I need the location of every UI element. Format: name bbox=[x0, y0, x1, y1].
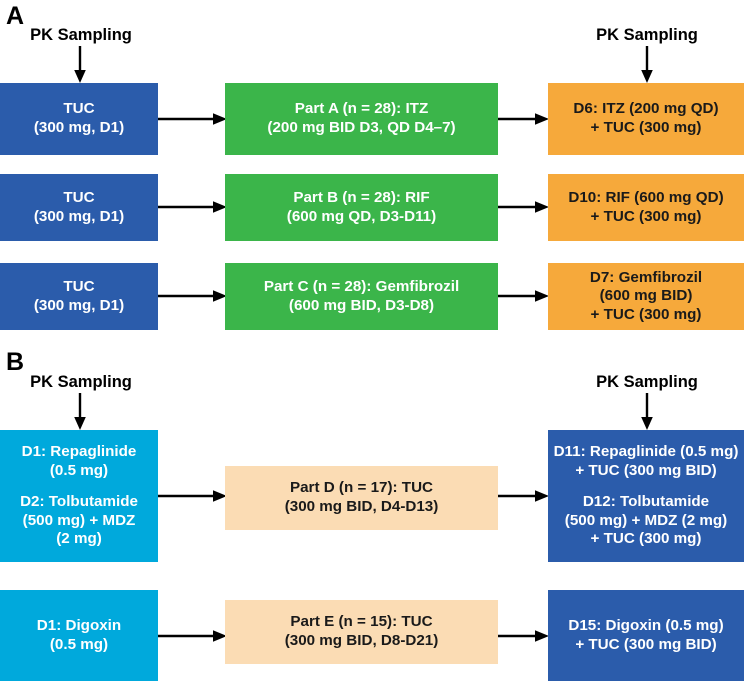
box-row-b-right-d10: D10: RIF (600 mg QD) + TUC (300 mg) bbox=[548, 174, 744, 241]
arrow-row-d-middle-to-right bbox=[498, 489, 550, 503]
arrow-row-d-left-to-middle bbox=[158, 489, 228, 503]
box-row-d-right-d11-d12: D11: Repaglinide (0.5 mg) + TUC (300 mg … bbox=[548, 430, 744, 562]
pk-sampling-arrow-b-right bbox=[640, 393, 654, 430]
box-row-a-right-d6: D6: ITZ (200 mg QD) + TUC (300 mg) bbox=[548, 83, 744, 155]
box-row-e-right-d15: D15: Digoxin (0.5 mg) + TUC (300 mg BID) bbox=[548, 590, 744, 681]
box-row-d-right-seg1: D11: Repaglinide (0.5 mg) + TUC (300 mg … bbox=[553, 443, 739, 479]
arrow-row-c-middle-to-right bbox=[498, 289, 550, 303]
box-row-c-middle-part-c: Part C (n = 28): Gemfibrozil (600 mg BID… bbox=[225, 263, 498, 330]
pk-sampling-arrow-a-left bbox=[73, 46, 87, 83]
box-row-d-left-seg2: D2: Tolbutamide (500 mg) + MDZ (2 mg) bbox=[20, 493, 138, 548]
box-row-d-right-seg2: D12: Tolbutamide (500 mg) + MDZ (2 mg) +… bbox=[564, 493, 728, 548]
box-row-d-middle-part-d: Part D (n = 17): TUC (300 mg BID, D4-D13… bbox=[225, 466, 498, 530]
arrow-row-b-left-to-middle bbox=[158, 200, 228, 214]
box-row-b-left-tuc: TUC (300 mg, D1) bbox=[0, 174, 158, 241]
pk-sampling-label-b-left: PK Sampling bbox=[30, 373, 132, 391]
panel-letter-a: A bbox=[6, 2, 25, 30]
box-row-e-middle-part-e: Part E (n = 15): TUC (300 mg BID, D8-D21… bbox=[225, 600, 498, 664]
arrow-row-e-left-to-middle bbox=[158, 629, 228, 643]
arrow-row-e-middle-to-right bbox=[498, 629, 550, 643]
box-row-d-left-repaglinide-tolbutamide: D1: Repaglinide (0.5 mg) D2: Tolbutamide… bbox=[0, 430, 158, 562]
arrow-row-a-middle-to-right bbox=[498, 112, 550, 126]
pk-sampling-label-a-right: PK Sampling bbox=[596, 26, 698, 44]
pk-sampling-arrow-b-left bbox=[73, 393, 87, 430]
arrow-row-b-middle-to-right bbox=[498, 200, 550, 214]
box-row-e-left-digoxin: D1: Digoxin (0.5 mg) bbox=[0, 590, 158, 681]
arrow-row-c-left-to-middle bbox=[158, 289, 228, 303]
box-row-d-left-seg1: D1: Repaglinide (0.5 mg) bbox=[21, 443, 137, 479]
box-row-c-left-tuc: TUC (300 mg, D1) bbox=[0, 263, 158, 330]
box-row-a-middle-part-a: Part A (n = 28): ITZ (200 mg BID D3, QD … bbox=[225, 83, 498, 155]
panel-letter-b: B bbox=[6, 348, 25, 376]
box-row-c-right-d7: D7: Gemfibrozil (600 mg BID) + TUC (300 … bbox=[548, 263, 744, 330]
box-row-a-left-tuc: TUC (300 mg, D1) bbox=[0, 83, 158, 155]
pk-sampling-label-b-right: PK Sampling bbox=[596, 373, 698, 391]
pk-sampling-label-a-left: PK Sampling bbox=[30, 26, 132, 44]
pk-sampling-arrow-a-right bbox=[640, 46, 654, 83]
arrow-row-a-left-to-middle bbox=[158, 112, 228, 126]
box-row-b-middle-part-b: Part B (n = 28): RIF (600 mg QD, D3-D11) bbox=[225, 174, 498, 241]
